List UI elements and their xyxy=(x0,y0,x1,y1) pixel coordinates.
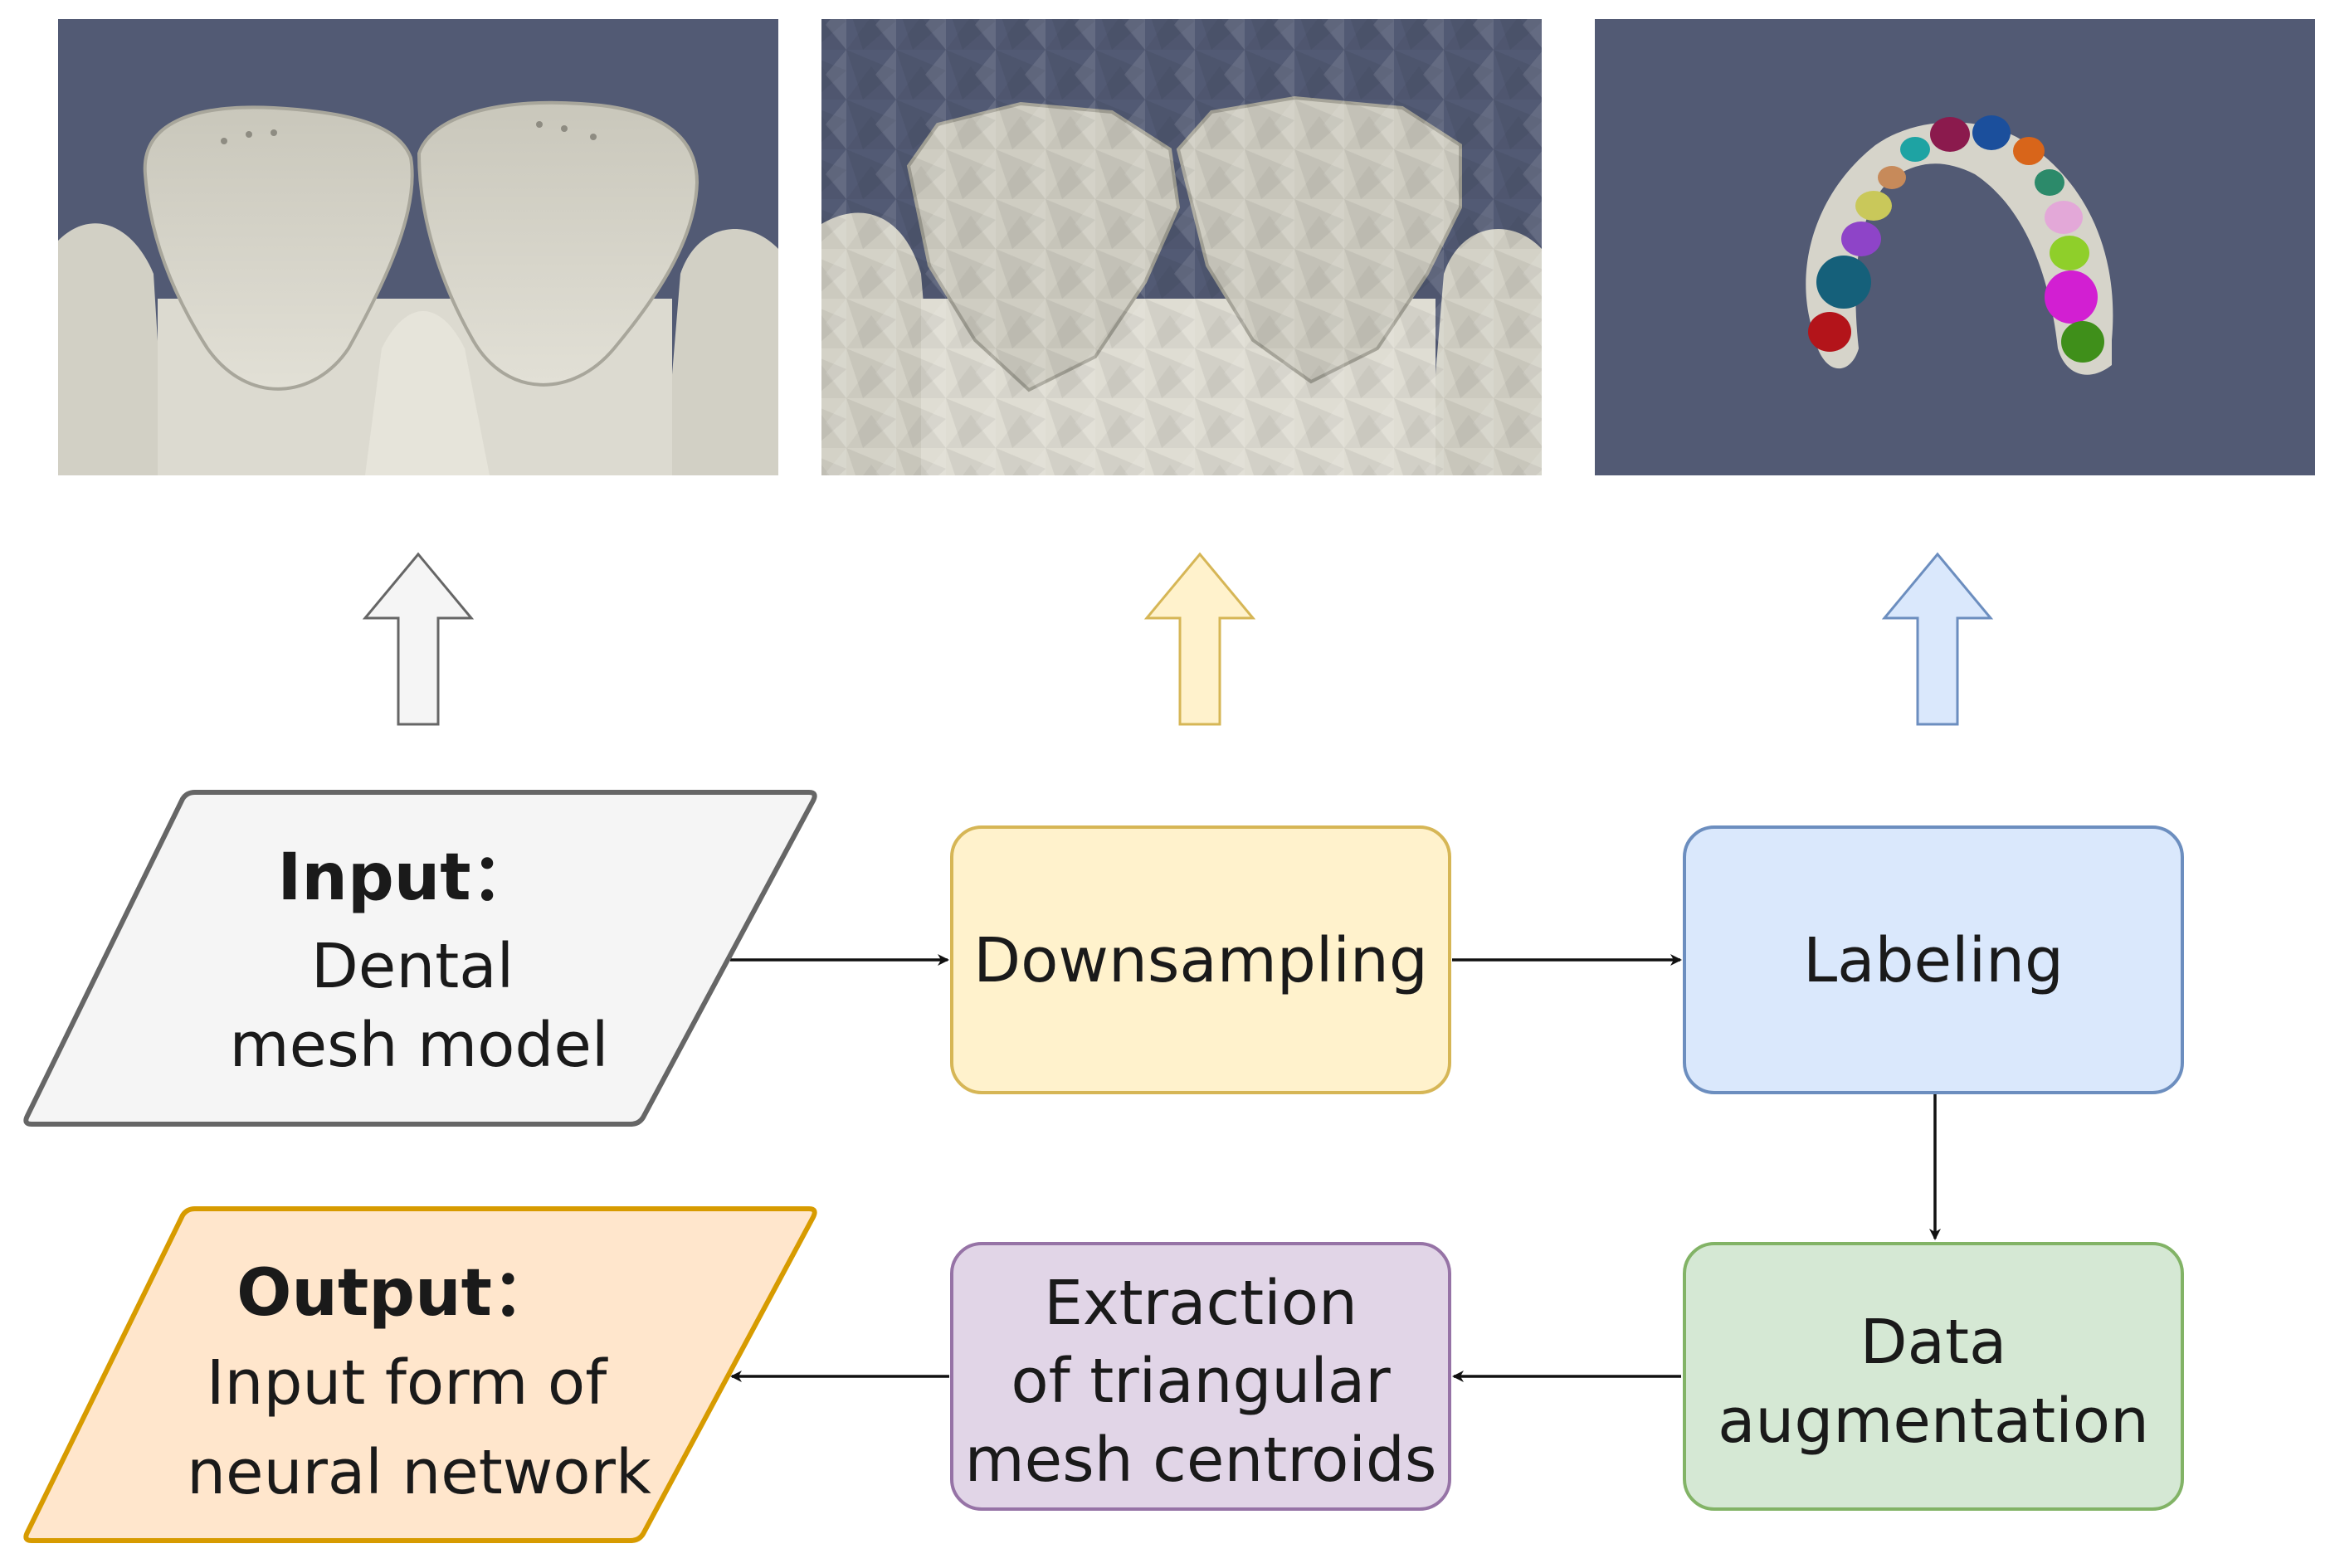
panel-high-res-mesh xyxy=(58,19,778,475)
augmentation-line-2: augmentation xyxy=(1718,1385,2149,1457)
output-line-1: Input form of xyxy=(207,1347,608,1419)
input-line-1: Dental xyxy=(311,931,514,1002)
connectors xyxy=(730,954,1941,1382)
panel-downsampled-mesh xyxy=(821,19,1542,475)
panel-labeled-arch xyxy=(1595,19,2315,475)
up-arrow-icon xyxy=(362,552,475,726)
extraction-line-1: Extraction xyxy=(1044,1268,1358,1339)
node-labeling: Labeling xyxy=(1683,825,2184,1094)
output-heading: Output： xyxy=(236,1256,557,1331)
node-output: Output： Input form of neural network xyxy=(23,1206,817,1543)
input-line-2: mesh model xyxy=(229,1010,608,1081)
teeth-render-image xyxy=(58,100,778,475)
input-heading: Input： xyxy=(277,840,535,915)
output-line-2: neural network xyxy=(187,1437,651,1508)
node-data-augmentation: Data augmentation xyxy=(1683,1242,2184,1511)
node-extraction: Extraction of triangular mesh centroids xyxy=(950,1242,1451,1511)
extraction-line-3: mesh centroids xyxy=(965,1424,1437,1496)
node-input: Input： Dental mesh model xyxy=(23,790,817,1127)
augmentation-line-1: Data xyxy=(1860,1307,2007,1378)
node-downsampling: Downsampling xyxy=(950,825,1451,1094)
up-arrow-icon xyxy=(1143,552,1256,726)
up-arrow-icon xyxy=(1881,552,1994,726)
downsampled-teeth-render-image xyxy=(821,19,1542,475)
downsampling-label: Downsampling xyxy=(973,925,1428,996)
labeling-label: Labeling xyxy=(1803,925,2064,996)
extraction-line-2: of triangular xyxy=(1011,1346,1391,1417)
labeled-arch-render-image xyxy=(1806,115,2113,375)
